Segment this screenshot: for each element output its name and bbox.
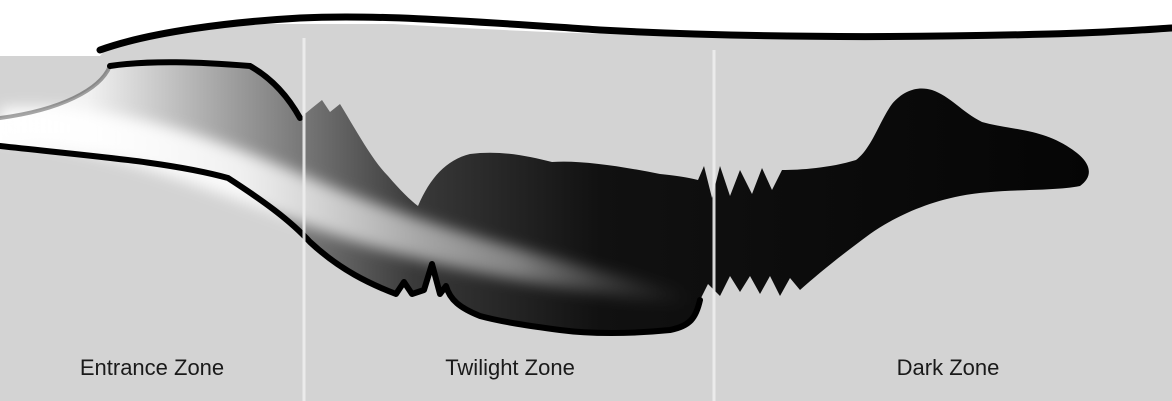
zone-label-dark: Dark Zone (897, 355, 1000, 380)
cave-entrance-outline (0, 64, 112, 120)
surface-outline (96, 13, 1172, 54)
cave-passage (0, 62, 1089, 333)
light-beam (0, 106, 690, 306)
zone-label-entrance: Entrance Zone (80, 355, 224, 380)
cave-roof-outline (107, 59, 303, 121)
cave-floor-outline (0, 143, 703, 336)
zone-label-twilight: Twilight Zone (445, 355, 575, 380)
